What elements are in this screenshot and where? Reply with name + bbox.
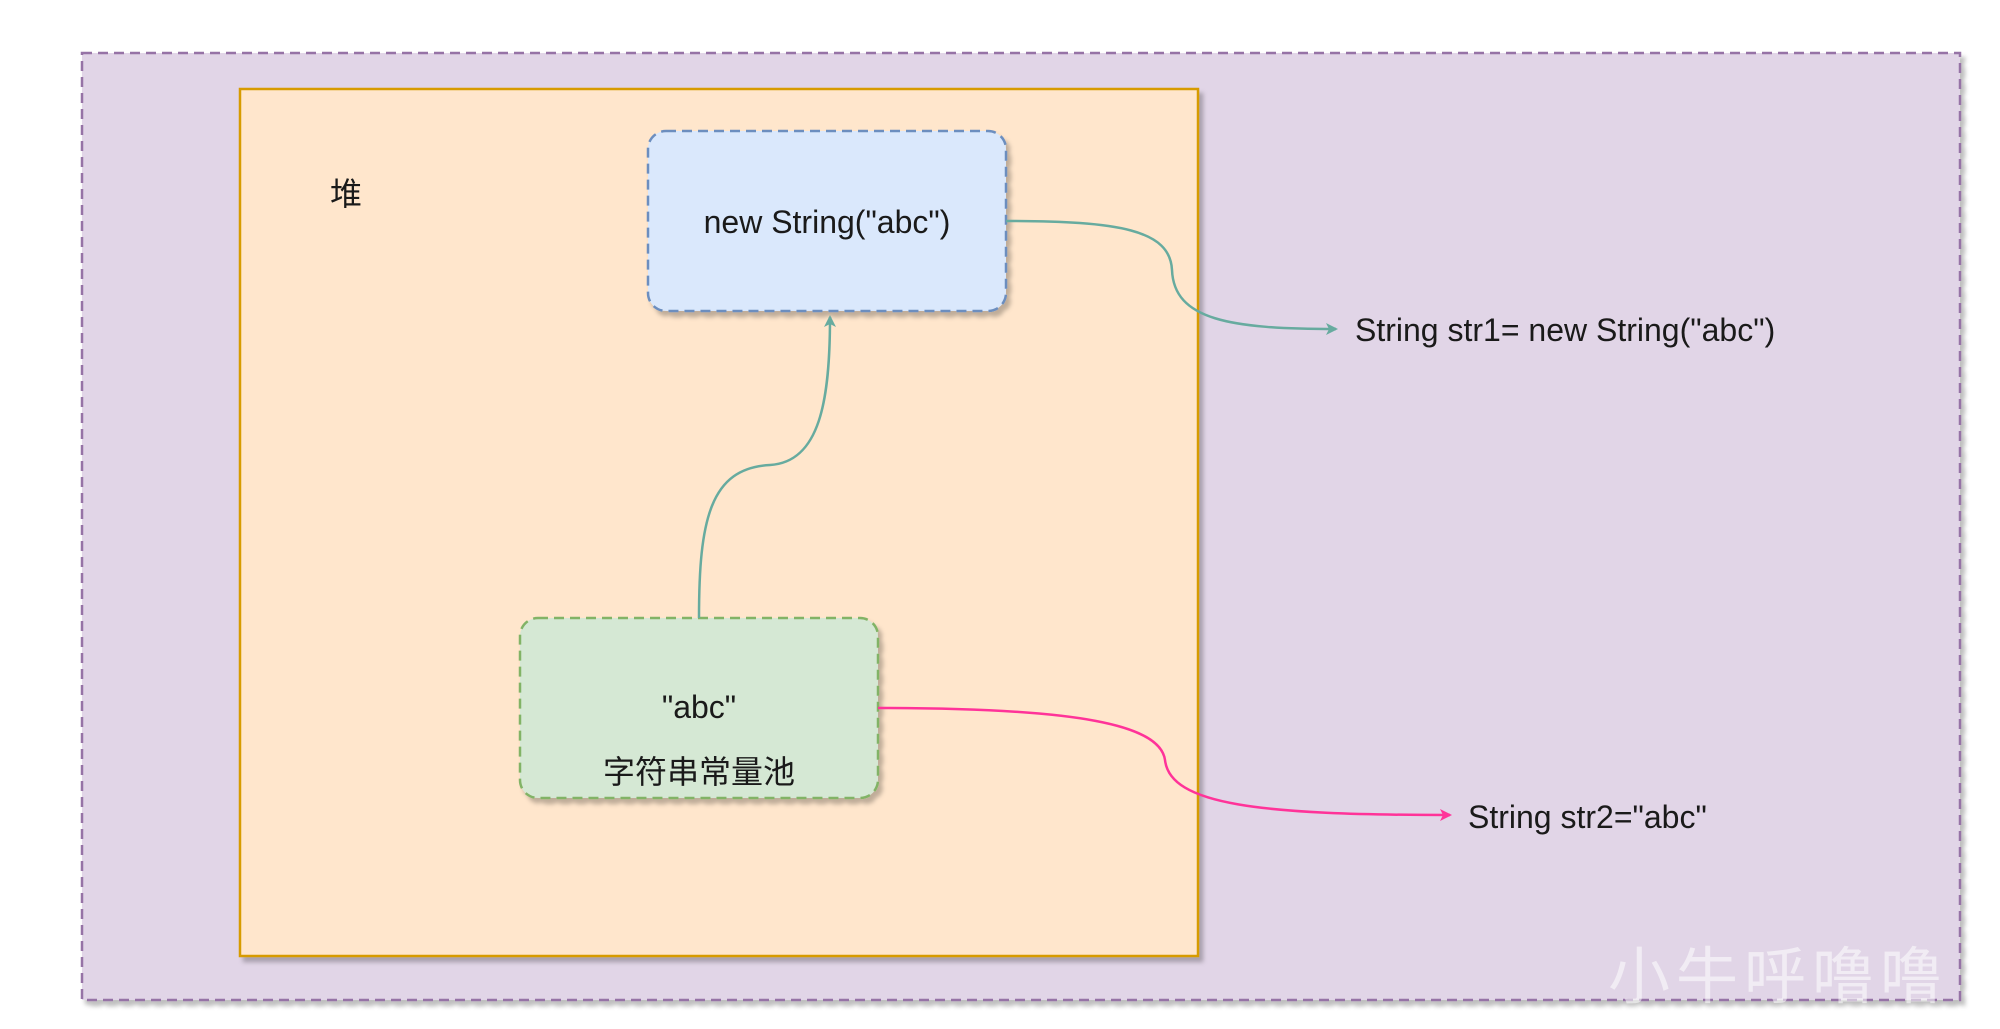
pool-name-label: 字符串常量池 (603, 754, 795, 790)
arrow-pool-to-new-string (697, 315, 836, 619)
pool-value-label: "abc" (662, 689, 736, 725)
heap-label: 堆 (330, 176, 362, 212)
arrow-new-string-to-str1 (1005, 219, 1338, 335)
arrow-pool-to-str2 (877, 706, 1452, 821)
new-string-box-label: new String("abc") (704, 204, 951, 240)
str1-label: String str1= new String("abc") (1355, 312, 1775, 348)
watermark: 小牛呼噜噜 (1608, 940, 1948, 1013)
str2-label: String str2="abc" (1468, 799, 1707, 835)
